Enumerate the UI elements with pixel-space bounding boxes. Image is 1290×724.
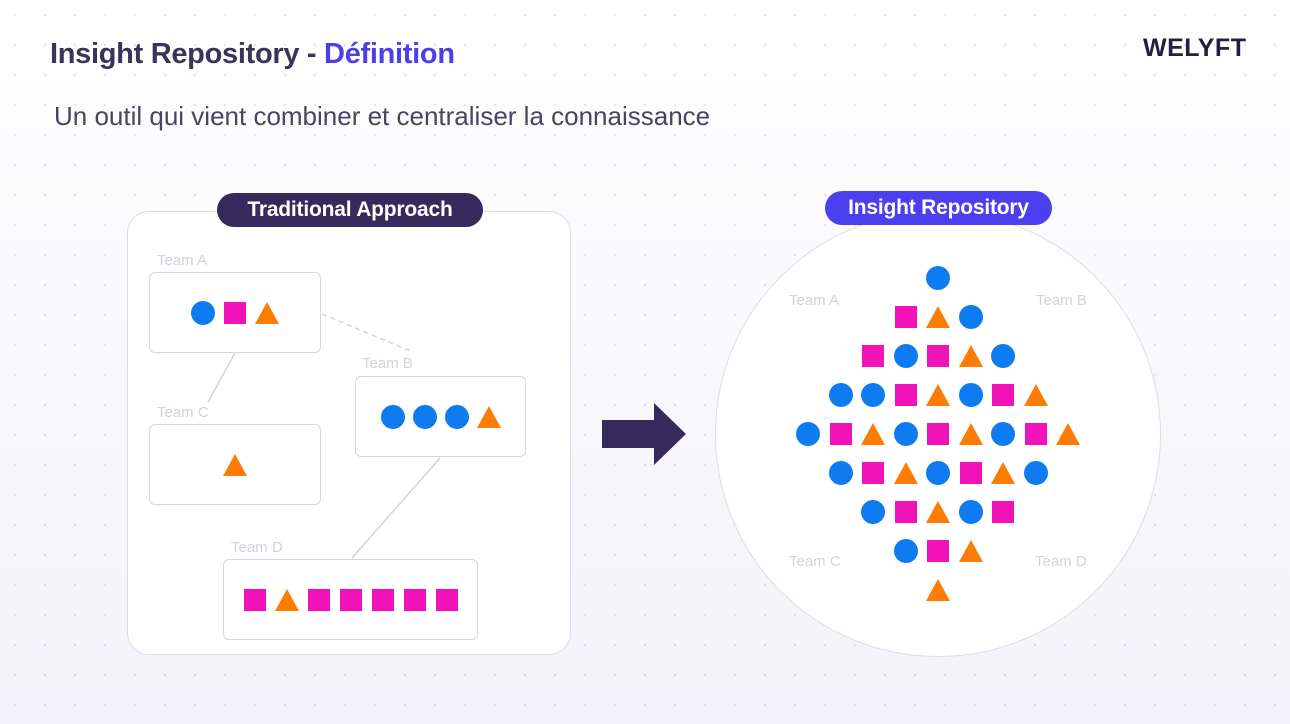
- repository-triangle-shape: [1023, 384, 1048, 406]
- repository-square-shape: [1024, 423, 1047, 445]
- repository-square-shape: [894, 501, 917, 523]
- repository-square-shape: [959, 462, 982, 484]
- repository-team-a-label: Team A: [789, 292, 840, 309]
- team-c-label: Team C: [157, 404, 209, 421]
- team-b-circle-shape: [412, 404, 437, 429]
- repository-circle-shape: [796, 422, 820, 446]
- team-a-circle-shape: [191, 300, 215, 325]
- repository-circle-shape: [958, 305, 983, 329]
- repository-triangle-shape: [958, 345, 983, 367]
- welyft-logo: WELYFT: [1143, 34, 1247, 62]
- repository-square-shape: [992, 501, 1014, 523]
- title-main: Insight Repository -: [50, 38, 325, 70]
- repository-team-d-label: Team D: [1035, 553, 1087, 570]
- repository-triangle-shape: [958, 423, 983, 445]
- repository-triangle-shape: [861, 423, 885, 445]
- page-subtitle: Un outil qui vient combiner et centralis…: [54, 101, 711, 131]
- team-d-triangle-shape: [274, 588, 299, 611]
- title-accent: Définition: [324, 38, 455, 70]
- repository-square-shape: [992, 384, 1014, 406]
- team-a-square-shape: [224, 301, 246, 324]
- team-b-circle-shape: [380, 404, 405, 429]
- team-c-triangle-shape: [223, 453, 247, 476]
- repository-circle-shape: [926, 266, 950, 290]
- repository-circle-shape: [861, 500, 885, 524]
- repository-triangle-shape: [1056, 423, 1080, 445]
- insight-repository-pill: Insight Repository: [825, 191, 1052, 225]
- repository-circle-shape: [991, 344, 1015, 368]
- repository-circle-shape: [926, 461, 950, 485]
- traditional-approach-pill: Traditional Approach: [217, 193, 483, 227]
- repository-triangle-shape: [893, 462, 918, 484]
- team-d-label: Team D: [231, 539, 283, 556]
- team-d-square-shape: [307, 588, 330, 611]
- repository-team-b-label: Team B: [1036, 292, 1087, 309]
- team-d-square-shape: [339, 588, 362, 611]
- repository-square-shape: [862, 345, 884, 367]
- connector-b-d: [351, 457, 441, 559]
- repository-triangle-shape: [926, 501, 950, 523]
- repository-triangle-shape: [926, 384, 950, 406]
- right-arrow-icon: [602, 403, 686, 465]
- repository-square-shape: [927, 540, 949, 562]
- repository-triangle-shape: [958, 540, 983, 562]
- connector-a-b: [321, 313, 414, 353]
- repository-triangle-shape: [926, 579, 950, 601]
- repository-circle-shape: [958, 500, 983, 524]
- repository-circle-shape: [991, 422, 1015, 446]
- repository-square-shape: [862, 462, 884, 484]
- repository-square-shape: [894, 384, 917, 406]
- team-b-triangle-shape: [476, 405, 501, 428]
- team-b-circle-shape: [444, 404, 469, 429]
- repository-team-c-label: Team C: [789, 553, 841, 570]
- repository-square-shape: [927, 423, 949, 445]
- team-a-label: Team A: [157, 252, 208, 269]
- page-title: Insight Repository - Définition: [50, 38, 455, 71]
- team-d-square-shape: [243, 588, 266, 611]
- team-b-label: Team B: [362, 355, 413, 372]
- repository-circle-shape: [828, 383, 853, 407]
- repository-square-shape: [927, 345, 949, 367]
- repository-circle-shape: [828, 461, 853, 485]
- team-a-triangle-shape: [255, 301, 279, 324]
- connector-a-c: [207, 352, 236, 403]
- repository-triangle-shape: [991, 462, 1015, 484]
- repository-circle-shape: [893, 344, 918, 368]
- repository-circle-shape: [958, 383, 983, 407]
- repository-circle-shape: [893, 539, 918, 563]
- team-d-square-shape: [435, 588, 458, 611]
- team-d-square-shape: [371, 588, 394, 611]
- repository-circle-shape: [1023, 461, 1048, 485]
- repository-triangle-shape: [926, 306, 950, 328]
- repository-square-shape: [829, 423, 852, 445]
- repository-square-shape: [894, 306, 917, 328]
- repository-circle-shape: [893, 422, 918, 446]
- repository-circle-shape: [861, 383, 885, 407]
- team-d-square-shape: [403, 588, 426, 611]
